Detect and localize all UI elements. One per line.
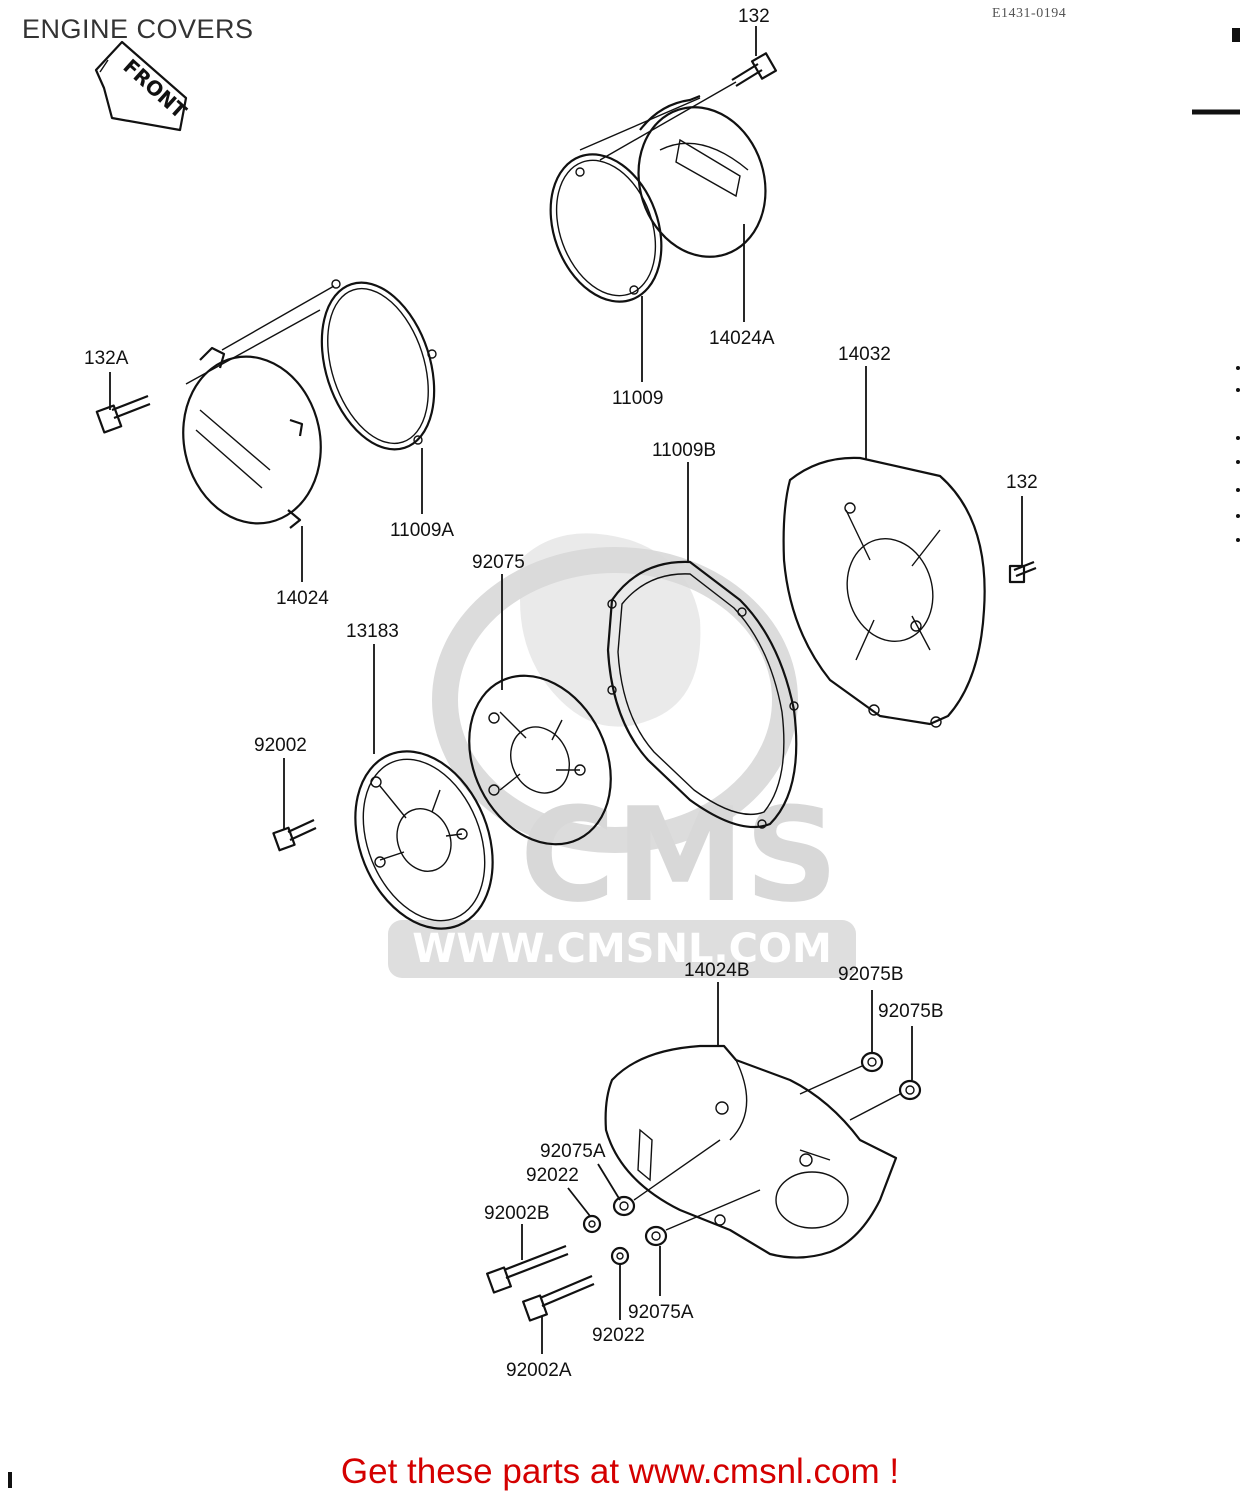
assembly-lines xyxy=(633,1065,901,1231)
label-92075a-1: 92075A xyxy=(540,1141,606,1162)
label-11009a: 11009A xyxy=(390,520,454,541)
label-13183: 13183 xyxy=(346,621,399,642)
diagram-code: E1431-0194 xyxy=(992,6,1067,21)
label-92075: 92075 xyxy=(472,552,525,573)
part-92002a-bolt xyxy=(522,1274,595,1322)
part-132-bolt-top xyxy=(579,52,778,161)
label-92022-2: 92022 xyxy=(592,1325,645,1346)
label-92002a: 92002A xyxy=(506,1360,572,1381)
part-92022-washer-1 xyxy=(582,1214,602,1234)
label-92022-1: 92022 xyxy=(526,1165,579,1186)
label-92002b: 92002B xyxy=(484,1203,550,1224)
label-14032: 14032 xyxy=(838,344,891,365)
page-title: ENGINE COVERS xyxy=(22,14,254,44)
label-92075a-2: 92075A xyxy=(628,1302,694,1323)
part-14032-cover xyxy=(782,456,986,728)
leader-lines xyxy=(109,26,1023,1354)
label-11009: 11009 xyxy=(612,388,663,409)
front-arrow-icon: FRONT xyxy=(94,40,192,132)
part-14024-cover xyxy=(182,346,322,529)
watermark-url: WWW.CMSNL.COM xyxy=(412,926,832,972)
label-14024a: 14024A xyxy=(709,328,775,349)
part-11009-gasket xyxy=(549,153,663,303)
label-11009b: 11009B xyxy=(652,440,716,461)
front-label: FRONT xyxy=(119,54,192,123)
part-14024b-cover xyxy=(604,1044,898,1259)
label-14024: 14024 xyxy=(276,588,329,609)
footer-promo-text: Get these parts at www.cmsnl.com ! xyxy=(340,1452,900,1491)
part-92075b-nut-1 xyxy=(860,1051,884,1073)
label-14024b: 14024B xyxy=(684,960,750,981)
part-11009a-gasket xyxy=(185,279,437,451)
watermark-brand: CMS xyxy=(520,779,838,931)
watermark-logo: CMS WWW.CMSNL.COM xyxy=(388,533,856,978)
label-132a: 132A xyxy=(84,348,129,369)
part-92002b-bolt xyxy=(486,1244,569,1294)
part-11009b-gasket xyxy=(606,560,799,829)
part-92022-washer-2 xyxy=(610,1246,630,1266)
label-92075b-1: 92075B xyxy=(838,964,904,985)
part-92075a-nut-1 xyxy=(612,1195,636,1217)
part-14024a-cover xyxy=(637,94,767,258)
label-92075b-2: 92075B xyxy=(878,1001,944,1022)
label-92002: 92002 xyxy=(254,735,307,756)
label-132-top: 132 xyxy=(738,6,770,27)
part-132-bolt-right xyxy=(1008,560,1037,584)
label-132-right: 132 xyxy=(1006,472,1038,493)
part-13183-cover xyxy=(354,750,494,930)
part-92002-bolt xyxy=(272,819,317,852)
part-132a-bolt xyxy=(95,394,151,434)
part-labels: 132 14024A 11009 132A 11009A 14024 14032… xyxy=(84,6,1038,1381)
edge-marks xyxy=(8,28,1240,1488)
part-92075b-nut-2 xyxy=(898,1079,922,1101)
part-92075a-nut-2 xyxy=(644,1225,668,1247)
